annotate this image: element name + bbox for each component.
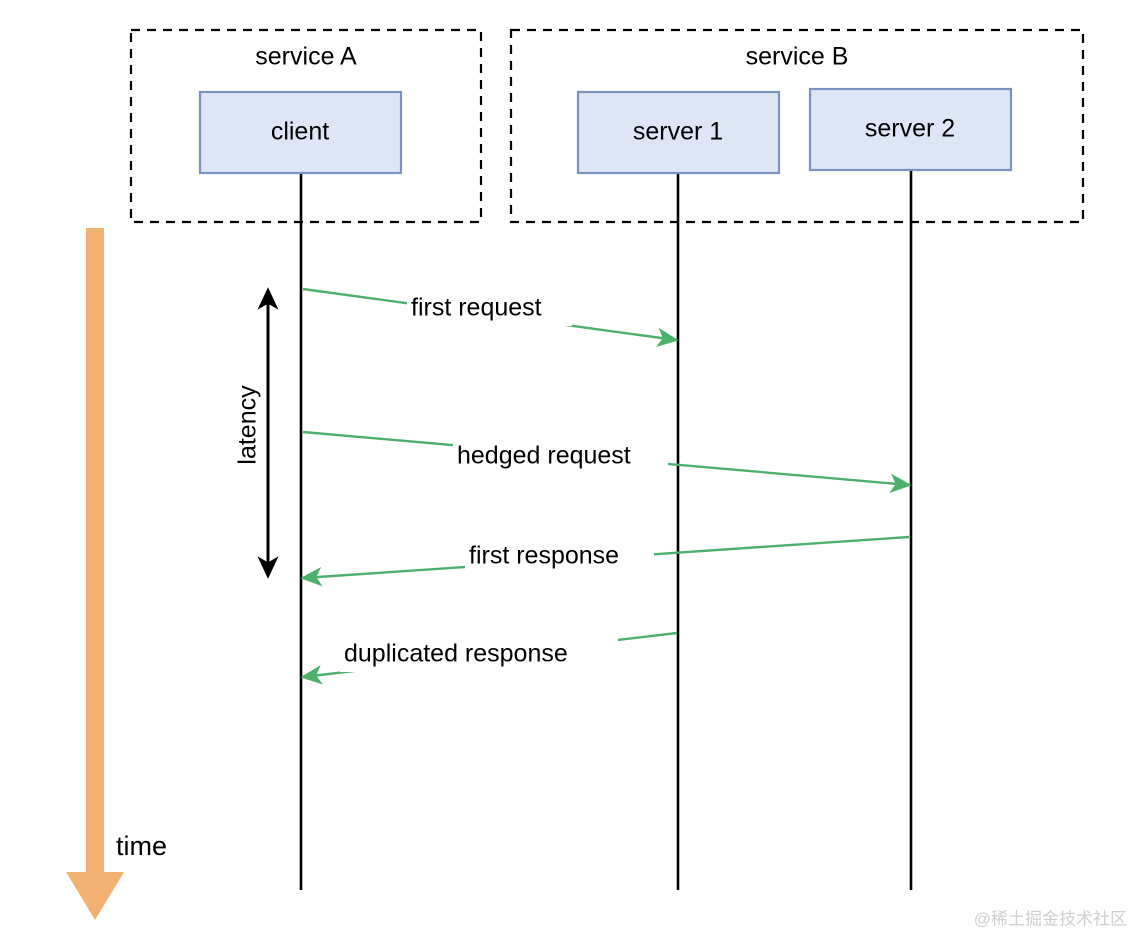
annotations-layer: latency time	[66, 228, 279, 920]
message-label-first-response: first response	[469, 542, 619, 570]
service-group-service-a: service A	[129, 28, 483, 224]
participant-box-server-2[interactable]	[808, 87, 1013, 172]
service-group-frame	[509, 28, 1085, 224]
message-hedged-request: hedged request	[302, 430, 912, 494]
messages-layer: first request hedged request first respons…	[300, 287, 912, 685]
latency-label: latency	[234, 385, 262, 465]
message-label-backdrop	[453, 440, 668, 474]
message-label-backdrop	[340, 638, 618, 672]
service-group-service-b: service B	[509, 28, 1085, 224]
participants-layer: client server 1 server 2	[198, 87, 1013, 175]
message-label-duplicated-response: duplicated response	[344, 640, 568, 668]
time-label: time	[116, 831, 167, 861]
participant-label-server-1: server 1	[633, 118, 723, 146]
message-duplicated-response: duplicated response	[300, 631, 678, 685]
participant-box-server-1[interactable]	[576, 90, 781, 175]
time-arrow-icon	[66, 228, 124, 920]
time-annotation: time	[66, 228, 167, 920]
message-label-hedged-request: hedged request	[457, 442, 631, 470]
service-group-title: service B	[746, 43, 849, 71]
message-label-first-request: first request	[411, 294, 542, 322]
participant-client[interactable]: client	[198, 90, 403, 175]
latency-annotation: latency	[234, 287, 279, 579]
participant-label-client: client	[271, 118, 329, 146]
message-label-backdrop	[465, 540, 654, 574]
service-groups-layer: service A service B	[129, 28, 1085, 224]
service-group-title: service A	[255, 43, 357, 71]
participant-box-client[interactable]	[198, 90, 403, 175]
watermark: @稀土掘金技术社区	[974, 909, 1127, 928]
message-label-backdrop	[407, 292, 572, 326]
lifelines-layer	[299, 170, 913, 890]
message-first-request: first request	[302, 287, 679, 348]
participant-label-server-2: server 2	[865, 115, 955, 143]
participant-server-2[interactable]: server 2	[808, 87, 1013, 172]
participant-server-1[interactable]: server 1	[576, 90, 781, 175]
message-first-response: first response	[300, 535, 910, 587]
